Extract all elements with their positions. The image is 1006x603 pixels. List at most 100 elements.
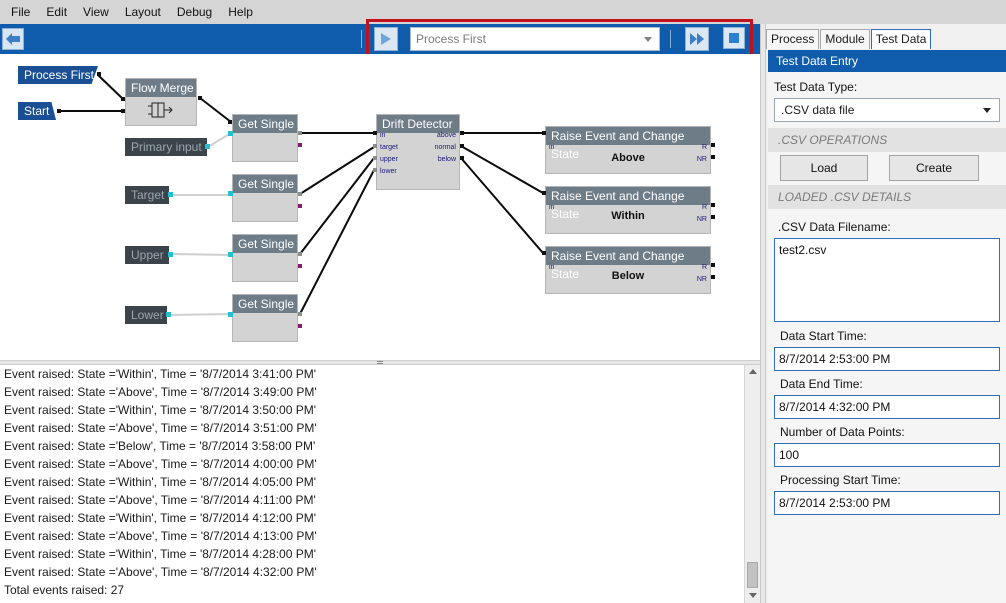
pin — [198, 96, 202, 100]
get-single-block[interactable]: Get Single — [232, 294, 298, 342]
tag-upper[interactable]: Upper — [125, 246, 169, 264]
raise-event-block-within[interactable]: Raise Event and Change State in R NR Wit… — [545, 186, 711, 234]
log-line: Event raised: State ='Above', Time = '8/… — [4, 385, 317, 399]
fast-forward-button[interactable] — [685, 27, 709, 51]
pin — [298, 312, 302, 316]
pin — [298, 204, 302, 208]
pin — [373, 168, 377, 172]
port-r: R — [701, 204, 707, 211]
panel-splitter[interactable] — [760, 24, 765, 603]
drift-detector-block[interactable]: Drift Detector in target upper lower abo… — [376, 114, 460, 190]
data-points-field[interactable]: 100 — [774, 443, 1000, 467]
process-select-value: Process First — [416, 32, 487, 46]
menu-view[interactable]: View — [83, 5, 109, 19]
filename-label: .CSV Data Filename: — [778, 220, 891, 234]
pin — [298, 264, 302, 268]
state-name: Within — [611, 210, 645, 222]
test-data-type-select[interactable]: .CSV data file — [774, 98, 1000, 122]
raise-event-block-above[interactable]: Raise Event and Change State in R NR Abo… — [545, 126, 711, 174]
raise-event-title: Raise Event and Change State — [546, 127, 710, 161]
get-single-block[interactable]: Get Single — [232, 234, 298, 282]
pin — [121, 97, 125, 101]
raise-event-block-below[interactable]: Raise Event and Change State in R NR Bel… — [545, 246, 711, 294]
tab-test-data[interactable]: Test Data — [870, 29, 932, 49]
pin — [542, 191, 546, 195]
log-line: Event raised: State ='Above', Time = '8/… — [4, 565, 317, 579]
menu-file[interactable]: File — [11, 5, 31, 19]
menu-layout[interactable]: Layout — [124, 5, 161, 19]
flow-merge-block[interactable]: Flow Merge — [125, 78, 197, 126]
port-normal: normal — [434, 144, 456, 151]
log-line: Event raised: State ='Above', Time = '8/… — [4, 457, 317, 471]
pin — [298, 252, 302, 256]
scroll-up-icon[interactable] — [749, 369, 757, 374]
tab-process[interactable]: Process — [766, 29, 820, 49]
process-select[interactable]: Process First — [410, 27, 660, 51]
pin — [298, 131, 302, 135]
test-data-type-value: .CSV data file — [781, 103, 855, 117]
pin — [460, 131, 464, 135]
pin — [711, 275, 715, 279]
log-scrollbar[interactable] — [744, 365, 760, 603]
get-single-block[interactable]: Get Single — [232, 114, 298, 162]
port-upper: upper — [380, 156, 398, 163]
scroll-down-icon[interactable] — [749, 593, 757, 598]
tag-lower[interactable]: Lower — [125, 306, 167, 324]
port-r: R — [701, 264, 707, 271]
log-splitter[interactable] — [0, 360, 760, 365]
menu-help[interactable]: Help — [228, 5, 253, 19]
tab-module[interactable]: Module — [820, 29, 870, 49]
log-line: Event raised: State ='Within', Time = '8… — [4, 475, 316, 489]
raise-event-title: Raise Event and Change State — [546, 187, 710, 221]
back-button[interactable] — [2, 28, 24, 50]
pin — [166, 312, 171, 317]
pin — [460, 156, 464, 160]
create-button[interactable]: Create — [889, 155, 979, 181]
get-single-title: Get Single — [233, 295, 297, 313]
log-line: Event raised: State ='Above', Time = '8/… — [4, 493, 316, 507]
menu-edit[interactable]: Edit — [46, 5, 68, 19]
tag-process-first[interactable]: Process First — [18, 66, 98, 84]
section-loaded-details: LOADED .CSV DETAILS — [768, 185, 1006, 209]
stop-button[interactable] — [723, 27, 745, 49]
end-time-field[interactable]: 8/7/2014 4:32:00 PM — [774, 395, 1000, 419]
pin — [711, 263, 715, 267]
pin — [121, 109, 125, 113]
pin — [228, 191, 233, 196]
get-single-title: Get Single — [233, 115, 297, 133]
log-line: Event raised: State ='Below', Time = '8/… — [4, 439, 316, 453]
get-single-block[interactable]: Get Single — [232, 174, 298, 222]
port-target: target — [380, 144, 398, 151]
stop-icon — [729, 33, 739, 43]
toolbar-separator — [670, 30, 671, 48]
log-line: Event raised: State ='Within', Time = '8… — [4, 511, 316, 525]
load-button[interactable]: Load — [780, 155, 868, 181]
port-lower: lower — [380, 168, 397, 175]
tag-primary-input[interactable]: Primary input — [125, 138, 207, 156]
fast-forward-icon — [690, 33, 704, 45]
toolbar-separator — [361, 30, 362, 48]
menu-debug[interactable]: Debug — [176, 5, 213, 19]
pin — [373, 156, 377, 160]
end-time-label: Data End Time: — [780, 377, 863, 391]
event-log: Event raised: State ='Within', Time = '8… — [0, 365, 760, 603]
test-data-form: Test Data Type: .CSV data file .CSV OPER… — [768, 72, 1006, 603]
processing-start-field[interactable]: 8/7/2014 2:53:00 PM — [774, 491, 1000, 515]
drift-detector-title: Drift Detector — [377, 115, 459, 133]
log-line: Event raised: State ='Above', Time = '8/… — [4, 529, 317, 543]
start-time-field[interactable]: 8/7/2014 2:53:00 PM — [774, 347, 1000, 371]
chevron-down-icon — [644, 37, 652, 42]
pin — [298, 143, 302, 147]
filename-field[interactable]: test2.csv — [774, 238, 1000, 322]
port-nr: NR — [696, 156, 707, 163]
pin — [298, 192, 302, 196]
data-points-label: Number of Data Points: — [780, 425, 905, 439]
pin — [711, 203, 715, 207]
chevron-down-icon — [983, 108, 991, 113]
tag-target[interactable]: Target — [125, 186, 169, 204]
state-name: Above — [611, 152, 645, 164]
tag-start[interactable]: Start — [18, 102, 56, 120]
scroll-thumb[interactable] — [747, 562, 758, 588]
panel-tabs: Process Module Test Data — [766, 29, 932, 49]
run-button[interactable] — [374, 27, 398, 51]
